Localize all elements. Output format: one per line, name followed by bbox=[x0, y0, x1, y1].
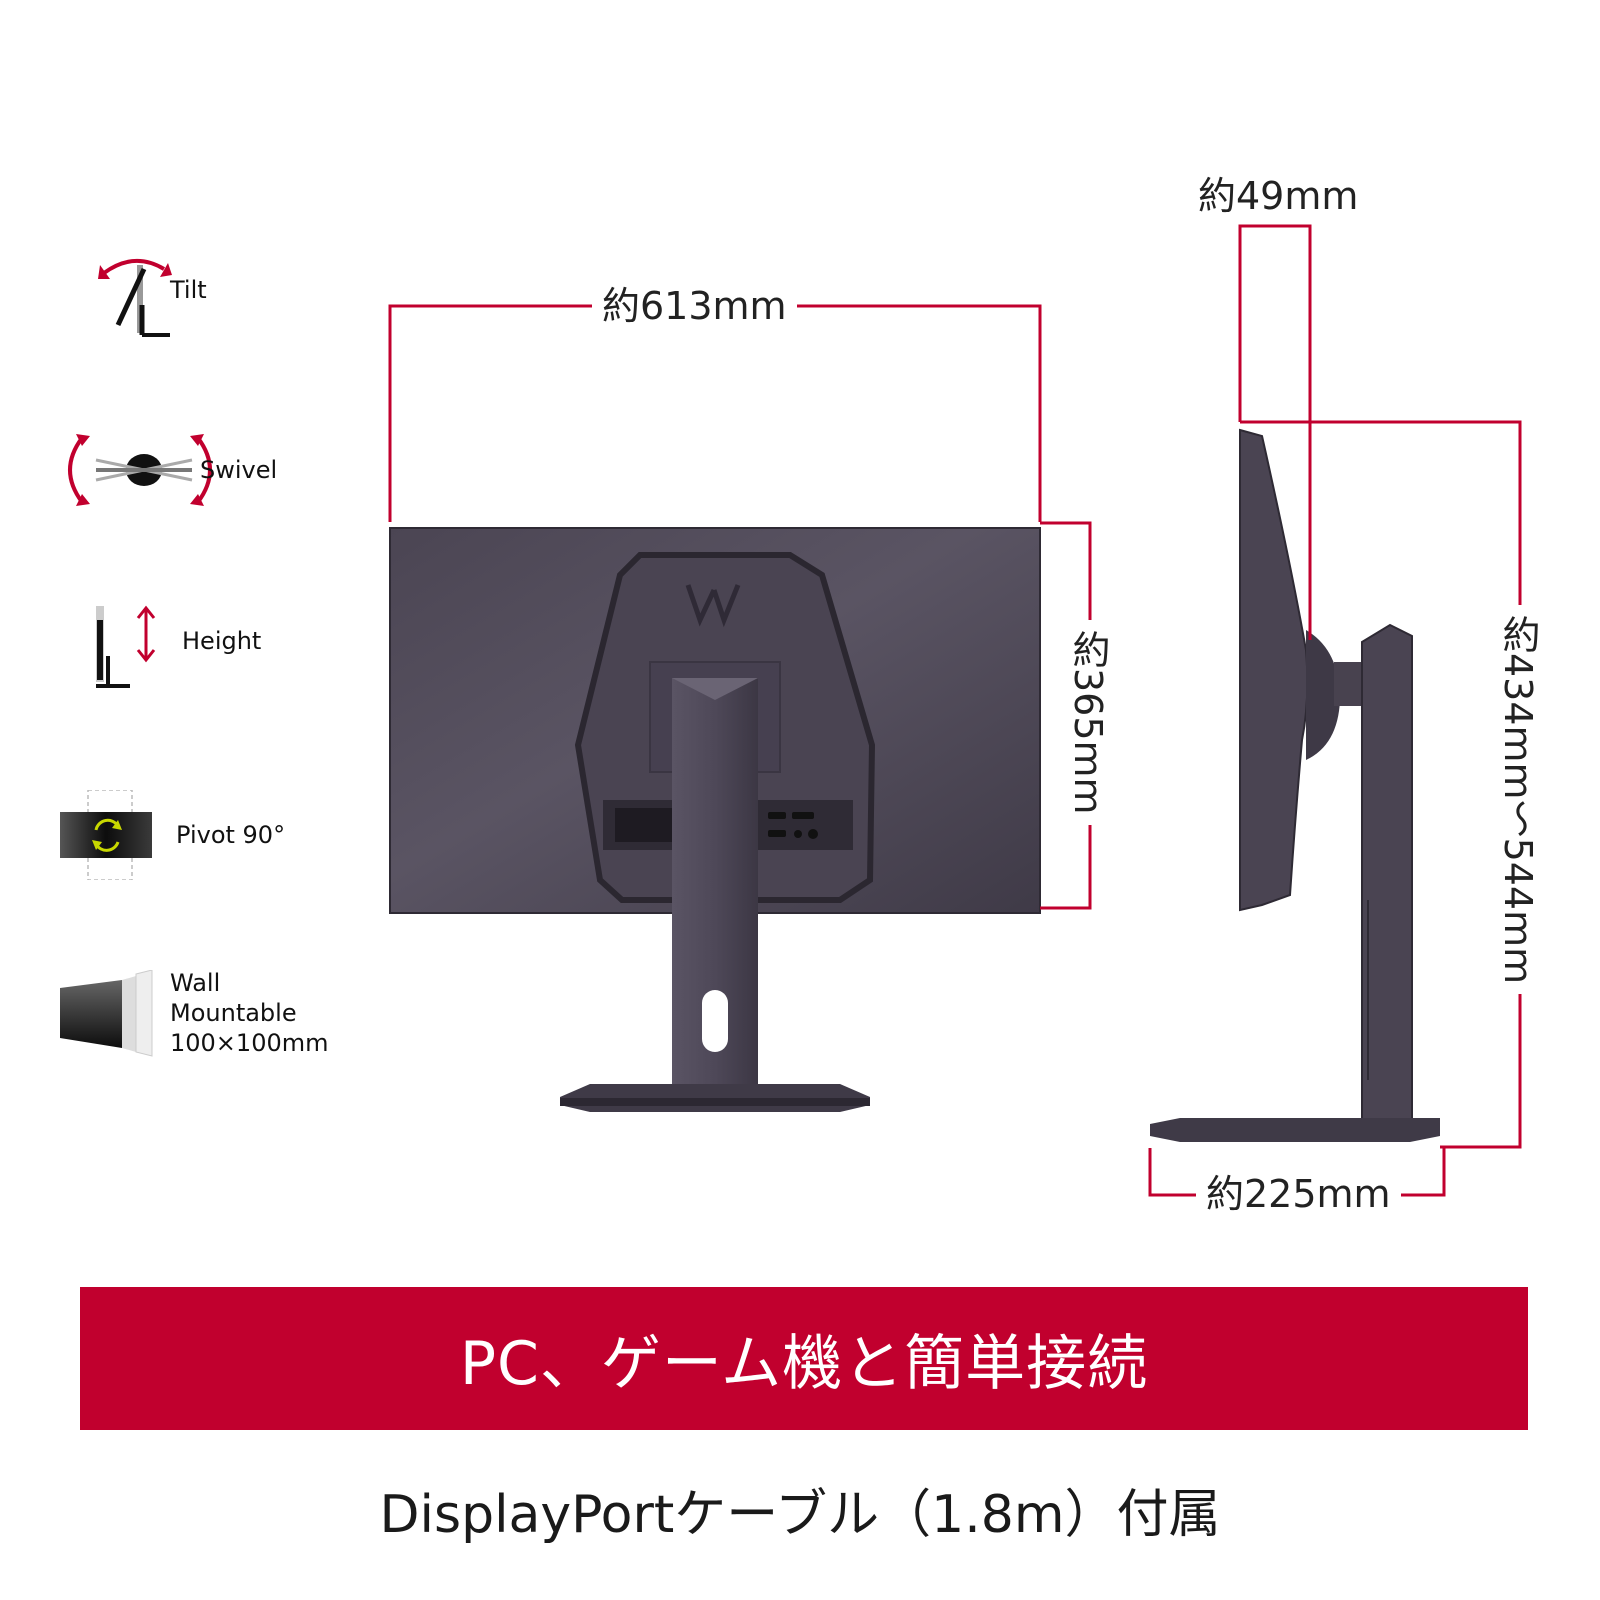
feature-height: Height bbox=[40, 600, 360, 710]
tilt-icon bbox=[98, 258, 172, 337]
base-depth-dimension-label: 約225mm bbox=[1196, 1172, 1401, 1216]
pivot-label: Pivot 90° bbox=[176, 821, 286, 849]
wall-mount-icon bbox=[60, 970, 153, 1057]
monitor-rear-view bbox=[388, 224, 1522, 1197]
monitor-side-base bbox=[1150, 1118, 1440, 1142]
width-dimension-label: 約613mm bbox=[592, 284, 797, 328]
connection-banner: PC、ゲーム機と簡単接続 bbox=[80, 1287, 1528, 1430]
feature-wall-mount: Wall Mountable 100×100mm bbox=[40, 969, 360, 1080]
front-height-dimension-label: 約365mm bbox=[1066, 620, 1110, 825]
cable-hole bbox=[702, 990, 728, 1052]
width-dimension-line bbox=[388, 304, 1042, 522]
ug-logo bbox=[685, 584, 741, 628]
cable-caption: DisplayPortケーブル（1.8m）付属 bbox=[379, 1485, 1221, 1545]
height-icon bbox=[96, 605, 156, 688]
wall-label-line3: 100×100mm bbox=[170, 1029, 329, 1057]
tilt-label: Tilt bbox=[170, 276, 207, 304]
feature-pivot: Pivot 90° bbox=[40, 790, 360, 900]
banner-text: PC、ゲーム機と簡単接続 bbox=[459, 1329, 1149, 1399]
feature-tilt: Tilt bbox=[40, 245, 360, 355]
swivel-icon bbox=[68, 434, 212, 506]
height-range-dimension-label: 約434mm～544mm bbox=[1496, 605, 1540, 995]
monitor-stand-neck bbox=[672, 678, 758, 1108]
swivel-label: Swivel bbox=[200, 456, 278, 484]
monitor-side-stand bbox=[1361, 623, 1413, 1126]
monitor-side-panel bbox=[1239, 428, 1309, 912]
pivot-icon bbox=[60, 790, 152, 880]
wall-label-line1: Wall bbox=[170, 969, 221, 997]
depth-dimension-line bbox=[1238, 224, 1312, 640]
depth-dimension-label: 約49mm bbox=[1188, 174, 1369, 218]
height-label: Height bbox=[182, 627, 262, 655]
feature-swivel: Swivel bbox=[40, 430, 360, 540]
wall-label-line2: Mountable bbox=[170, 999, 297, 1027]
